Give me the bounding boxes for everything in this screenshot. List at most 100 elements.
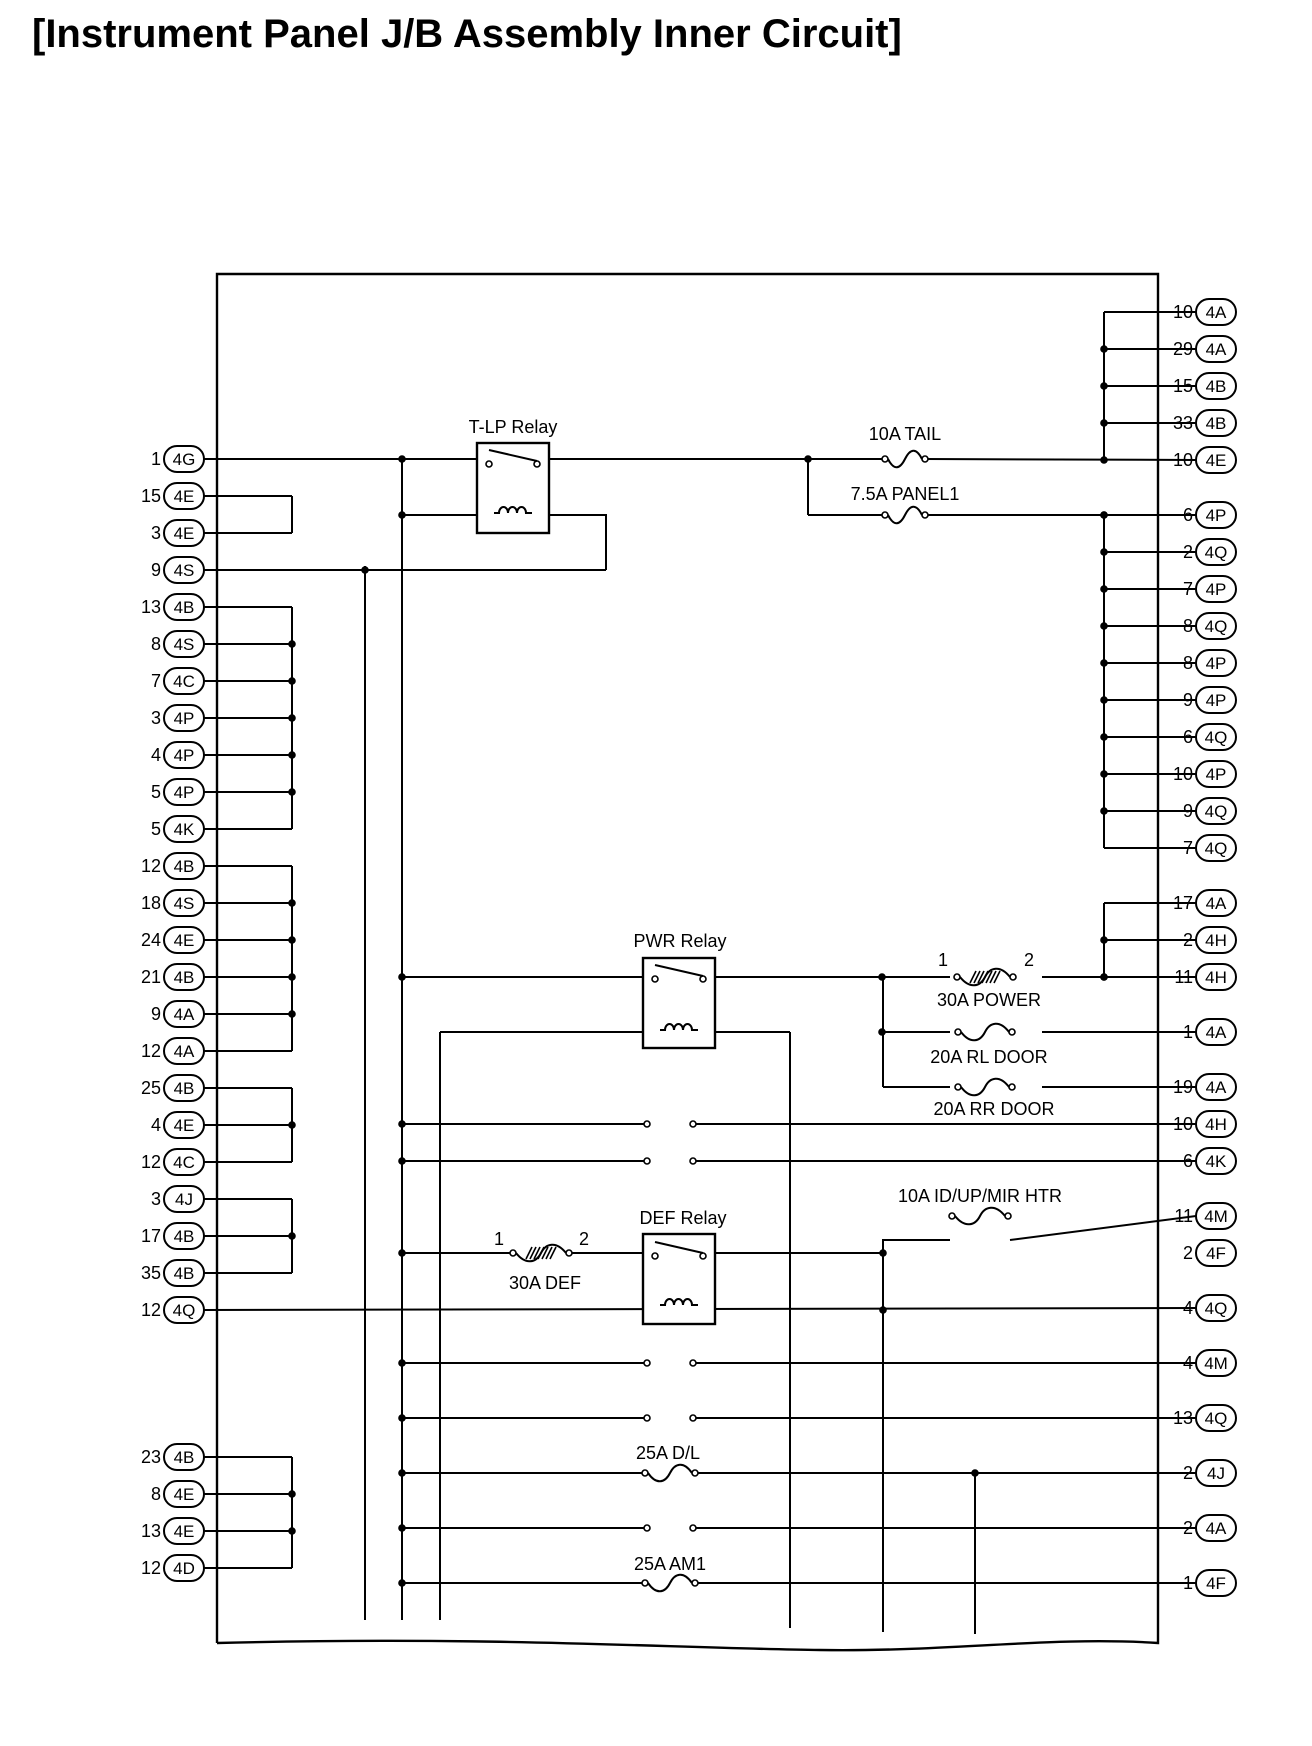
fuse-30a-def-hatch	[541, 1246, 549, 1260]
relay-label: PWR Relay	[633, 931, 726, 951]
open-terminal	[1004, 1212, 1012, 1220]
terminal-pin-number: 6	[1183, 1151, 1193, 1171]
fuse-label: 20A RL DOOR	[930, 1047, 1047, 1067]
connector-id: 4A	[1206, 1078, 1227, 1097]
tlp-relay-switch	[488, 449, 538, 462]
junction-dot	[288, 973, 296, 981]
connector-badge	[1195, 649, 1237, 677]
fuse-7-5a-panel1	[887, 505, 923, 525]
connector-id: 4A	[174, 1042, 195, 1061]
junction-dot	[804, 455, 812, 463]
terminal-pin-number: 1	[151, 449, 161, 469]
connector-badge	[1195, 1110, 1237, 1138]
connector-badge	[163, 926, 205, 954]
fuse-label: 25A D/L	[636, 1443, 700, 1463]
connector-badge	[1195, 409, 1237, 437]
fuse-pin-number: 1	[494, 1229, 504, 1249]
open-terminal	[953, 973, 961, 981]
terminal-pin-number: 10	[1173, 764, 1193, 784]
fuse-label: 10A TAIL	[869, 424, 941, 444]
connector-id: 4Q	[1205, 728, 1228, 747]
connector-id: 4F	[1206, 1244, 1226, 1263]
terminal-pin-number: 8	[151, 1484, 161, 1504]
junction-dot	[1100, 511, 1108, 519]
connector-id: 4K	[1206, 1152, 1227, 1171]
connector-badge	[1195, 1569, 1237, 1597]
terminal-pin-number: 4	[1183, 1353, 1193, 1373]
connector-badge	[1195, 1349, 1237, 1377]
junction-dot	[288, 1490, 296, 1498]
terminal-pin-number: 13	[141, 1521, 161, 1541]
terminal-pin-number: 7	[151, 671, 161, 691]
connector-badge	[163, 1296, 205, 1324]
connector-badge	[1195, 298, 1237, 326]
connector-id: 4P	[1206, 506, 1227, 525]
connector-id: 4J	[175, 1190, 193, 1209]
open-terminal	[699, 1252, 707, 1260]
terminal-pin-number: 9	[1183, 801, 1193, 821]
junction-dot	[398, 1524, 406, 1532]
tlp-relay-coil	[494, 506, 532, 514]
open-terminal	[691, 1469, 699, 1477]
junction-dot	[1100, 733, 1108, 741]
connector-badge	[1195, 612, 1237, 640]
open-terminal	[643, 1359, 651, 1367]
terminal-pin-number: 10	[1173, 450, 1193, 470]
junction-dot	[1100, 456, 1108, 464]
connector-id: 4Q	[173, 1301, 196, 1320]
junction-dot	[1100, 807, 1108, 815]
connector-id: 4Q	[1205, 543, 1228, 562]
fuse-30a-def-hatch	[525, 1246, 533, 1260]
junction-dot	[1100, 345, 1108, 353]
open-terminal	[641, 1469, 649, 1477]
fuse-20a-rl-door	[960, 1022, 1010, 1042]
open-terminal	[954, 1028, 962, 1036]
connector-badge	[163, 889, 205, 917]
fuse-30a-def-hatch	[545, 1246, 553, 1260]
pwr-relay-coil	[660, 1023, 698, 1031]
junction-dot	[398, 1157, 406, 1165]
junction-dot	[288, 1010, 296, 1018]
connector-id: 4B	[174, 1264, 195, 1283]
connector-id: 4E	[174, 524, 195, 543]
terminal-pin-number: 18	[141, 893, 161, 913]
terminal-pin-number: 12	[141, 1041, 161, 1061]
connector-id: 4M	[1204, 1207, 1228, 1226]
open-terminal	[509, 1249, 517, 1257]
open-terminal	[689, 1359, 697, 1367]
connector-badge	[163, 1148, 205, 1176]
terminal-pin-number: 13	[1173, 1408, 1193, 1428]
connector-id: 4A	[1206, 894, 1227, 913]
terminal-pin-number: 8	[1183, 616, 1193, 636]
terminal-pin-number: 12	[141, 1558, 161, 1578]
junction-dot	[878, 973, 886, 981]
fuse-pin-number: 2	[1024, 950, 1034, 970]
terminal-pin-number: 1	[1183, 1022, 1193, 1042]
terminal-pin-number: 3	[151, 1189, 161, 1209]
junction-dot	[288, 677, 296, 685]
open-terminal	[881, 455, 889, 463]
connector-id: 4A	[1206, 1023, 1227, 1042]
fuse-30a-def-hatch	[529, 1246, 537, 1260]
fuse-30a-power-hatch	[969, 970, 977, 984]
junction-dot	[1100, 382, 1108, 390]
connector-badge	[163, 1443, 205, 1471]
connector-badge	[163, 1222, 205, 1250]
open-terminal	[921, 455, 929, 463]
terminal-pin-number: 21	[141, 967, 161, 987]
connector-id: 4Q	[1205, 839, 1228, 858]
connector-id: 4A	[1206, 303, 1227, 322]
junction-dot	[1100, 659, 1108, 667]
open-terminal	[691, 1579, 699, 1587]
connector-id: 4J	[1207, 1464, 1225, 1483]
connector-badge	[1195, 686, 1237, 714]
connector-id: 4H	[1205, 968, 1227, 987]
terminal-pin-number: 2	[1183, 542, 1193, 562]
connector-badge	[163, 1037, 205, 1065]
terminal-pin-number: 25	[141, 1078, 161, 1098]
connector-id: 4B	[174, 968, 195, 987]
junction-dot	[1100, 936, 1108, 944]
connector-badge	[1195, 1459, 1237, 1487]
